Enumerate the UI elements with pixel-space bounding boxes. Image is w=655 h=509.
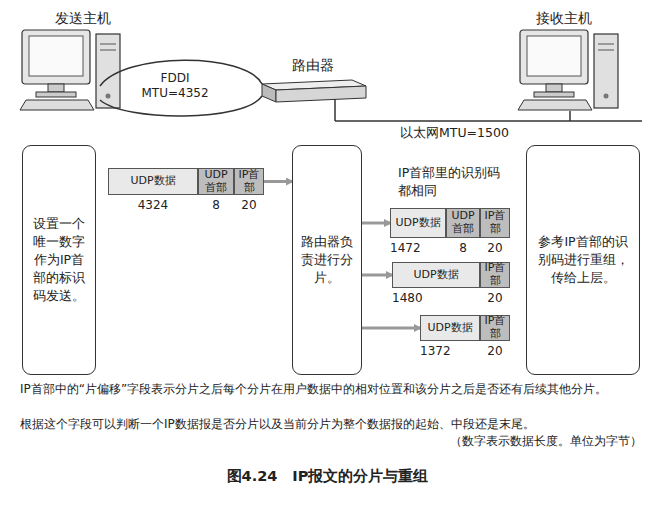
ip-header-cell: IP首部 <box>234 168 264 195</box>
length-number: 20 <box>234 197 264 214</box>
router-box: 路由器负责进行分片。 <box>292 145 362 375</box>
ethernet-wire <box>334 99 336 121</box>
mtu-label: 以太网MTU=1500 <box>400 124 530 142</box>
length-number: 8 <box>198 197 234 214</box>
node-text: UDP数据 <box>130 175 175 188</box>
node-text: UDP数据 <box>413 269 458 282</box>
sender-box: 设置一个唯一数字作为IP首部的标识码发送。 <box>22 145 96 375</box>
router-label: 路由器 <box>292 56 362 76</box>
ethernet-wire <box>335 120 642 122</box>
note: IP首部里的识别码都相同 <box>398 164 506 199</box>
flow-arrow <box>362 327 420 330</box>
ip-header-cell: IP首部 <box>480 208 510 238</box>
udp-data-cell: UDP数据 <box>108 168 198 195</box>
udp-header-cell: UDP首部 <box>198 168 234 195</box>
ethernet-wire <box>569 111 571 121</box>
receiver-box: 参考IP首部的识别码进行重组，传给上层。 <box>526 145 640 375</box>
router <box>276 86 366 102</box>
length-number: 20 <box>480 343 510 360</box>
length-number: 20 <box>480 240 510 257</box>
udp-header-cell: UDP首部 <box>446 208 480 238</box>
ip-header-cell: IP首部 <box>480 262 510 288</box>
host-label: 接收主机 <box>536 9 616 29</box>
flow-arrow <box>362 274 392 277</box>
node-text: UDP数据 <box>427 322 472 335</box>
length-number: 20 <box>480 290 510 307</box>
length-number: 1472 <box>390 240 430 257</box>
node-text: 路由器负责进行分片。 <box>299 233 355 287</box>
length-number: 4324 <box>108 197 198 214</box>
length-number: 1480 <box>392 290 432 307</box>
node-text: 参考IP首部的识别码进行重组，传给上层。 <box>533 233 633 287</box>
mtu-label: FDDI MTU=4352 <box>140 71 210 101</box>
node-text: IP首部 <box>482 262 508 287</box>
router <box>262 84 276 102</box>
note-text: （数字表示数据长度。单位为字节） <box>20 433 642 450</box>
ip-header-cell: IP首部 <box>480 315 510 341</box>
receiver-pc <box>518 30 618 110</box>
flow-arrow <box>362 222 390 225</box>
note-text: 根据这个字段可以判断一个IP数据报是否分片以及当前分片为整个数据报的起始、中段还… <box>20 416 642 433</box>
host-label: 发送主机 <box>55 9 135 29</box>
note-text: IP首部中的“片偏移”字段表示分片之后每个分片在用户数据中的相对位置和该分片之后… <box>20 381 642 398</box>
figure-caption: 图4.24 IP报文的分片与重组 <box>0 466 655 486</box>
sender-pc <box>20 30 120 110</box>
node-text: IP首部 <box>482 315 508 340</box>
node-text: IP首部 <box>236 169 262 194</box>
udp-data-cell: UDP数据 <box>392 262 480 288</box>
flow-arrow <box>264 180 292 183</box>
node-text: UDP首部 <box>200 169 232 194</box>
node-text: 设置一个唯一数字作为IP首部的标识码发送。 <box>29 215 89 306</box>
node-text: UDP首部 <box>448 210 478 235</box>
node-text: UDP数据 <box>395 217 440 230</box>
node-text: IP首部 <box>482 210 508 235</box>
udp-data-cell: UDP数据 <box>420 315 480 341</box>
length-number: 1372 <box>420 343 460 360</box>
length-number: 8 <box>446 240 480 257</box>
udp-data-cell: UDP数据 <box>390 208 446 238</box>
